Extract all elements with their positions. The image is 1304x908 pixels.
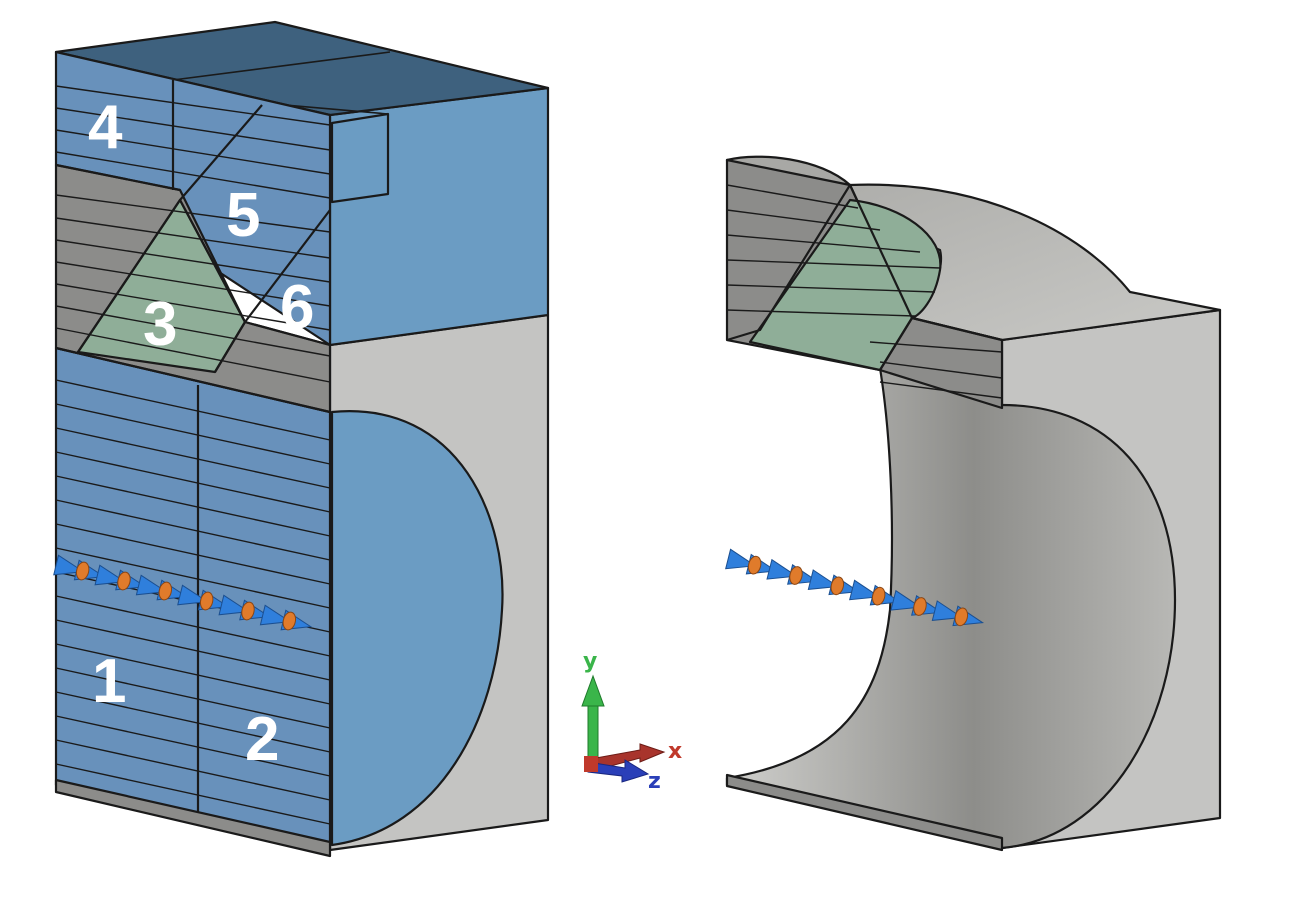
beam-arrow	[135, 574, 168, 596]
region-label-3: 3	[143, 290, 177, 359]
axis-label-z: z	[648, 769, 661, 794]
y-axis-arrowhead	[581, 674, 605, 707]
beam-arrow	[177, 584, 209, 606]
beam-bead	[871, 586, 886, 606]
beam-bead	[747, 555, 762, 575]
beam-arrow	[766, 558, 799, 580]
left-base-slab	[54, 778, 332, 858]
right-base-slab	[725, 773, 1004, 852]
beam-bead	[954, 607, 969, 627]
beam-bead	[913, 597, 927, 616]
beam-arrow	[218, 594, 251, 616]
beam-bead	[75, 561, 90, 581]
y-axis-shaft	[587, 701, 599, 763]
axis-triad: y x z	[581, 649, 682, 794]
left-half-disk	[330, 410, 504, 847]
left-notch-face	[330, 112, 390, 204]
beam-arrow	[807, 569, 840, 590]
right-green-region	[748, 198, 942, 372]
beam-bead	[117, 571, 131, 591]
beam-arrow	[94, 564, 127, 586]
region-label-5: 5	[226, 181, 260, 250]
axis-label-y: y	[583, 649, 597, 674]
right-inner-tube	[725, 366, 1177, 850]
right-beam	[725, 548, 985, 627]
beam-arrow	[53, 554, 85, 576]
region-label-4: 4	[88, 93, 123, 162]
beam-bead	[789, 566, 803, 585]
beam-arrow	[890, 589, 923, 611]
left-model	[54, 20, 550, 858]
beam-bead	[199, 591, 214, 611]
axis-label-x: x	[668, 739, 682, 764]
region-label-2: 2	[245, 705, 279, 774]
beam-arrow	[931, 600, 964, 621]
beam-arrow	[849, 579, 881, 601]
z-axis-arrow	[587, 759, 650, 783]
left-beam	[53, 554, 313, 631]
beam-bead	[158, 581, 173, 601]
beam-arrow	[259, 604, 292, 626]
beam-bead	[282, 611, 297, 631]
region-label-6: 6	[280, 273, 314, 342]
beam-bead	[241, 601, 255, 621]
beam-bead	[830, 576, 845, 596]
right-model	[725, 155, 1222, 852]
region-label-1: 1	[92, 647, 126, 716]
beam-arrow	[725, 548, 757, 570]
